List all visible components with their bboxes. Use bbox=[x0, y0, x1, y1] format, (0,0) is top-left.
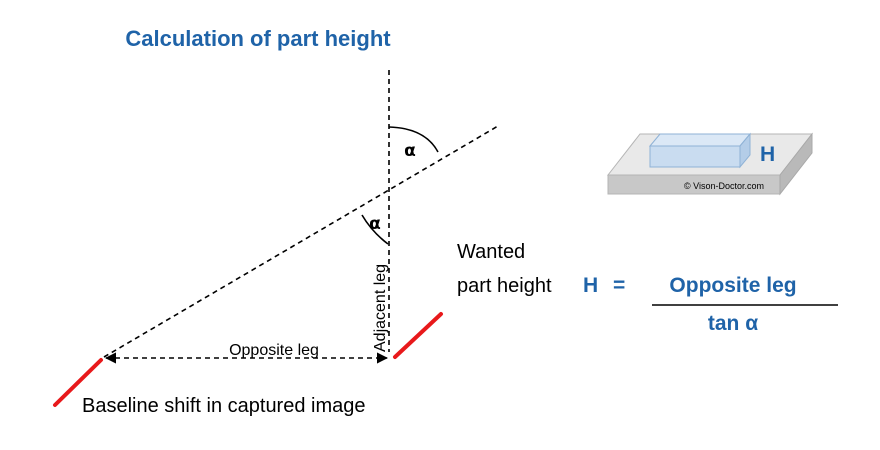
alpha-label-bottom: α bbox=[369, 214, 381, 234]
part-thumbnail: H © Vison-Doctor.com bbox=[606, 132, 814, 196]
angle-arc-top bbox=[388, 126, 439, 153]
angle-arc-bottom bbox=[361, 214, 389, 245]
plate-side bbox=[779, 132, 813, 196]
diagram-title: Calculation of part height bbox=[125, 26, 391, 51]
wanted-label-line2: part height bbox=[457, 275, 552, 297]
diagonal-dashed-line bbox=[103, 125, 499, 358]
copyright-text: © Vison-Doctor.com bbox=[684, 181, 764, 191]
baseline-shift-right bbox=[393, 312, 443, 359]
adjacent-leg-label: Adjacent leg bbox=[372, 264, 389, 352]
part-box-front bbox=[649, 145, 741, 168]
formula-numerator: Opposite leg bbox=[669, 274, 796, 297]
alpha-label-top: α bbox=[404, 141, 416, 161]
formula-equals: = bbox=[613, 274, 625, 297]
formula-denominator: tan α bbox=[708, 312, 758, 335]
opposite-leg-label: Opposite leg bbox=[229, 342, 319, 359]
formula-lhs: H bbox=[583, 274, 598, 297]
part-box-top bbox=[648, 133, 752, 147]
thumbnail-height-label: H bbox=[760, 143, 775, 166]
baseline-shift-caption: Baseline shift in captured image bbox=[82, 395, 366, 417]
wanted-label-line1: Wanted bbox=[457, 241, 525, 263]
baseline-shift-left bbox=[53, 358, 103, 407]
part-box-side bbox=[739, 132, 751, 169]
